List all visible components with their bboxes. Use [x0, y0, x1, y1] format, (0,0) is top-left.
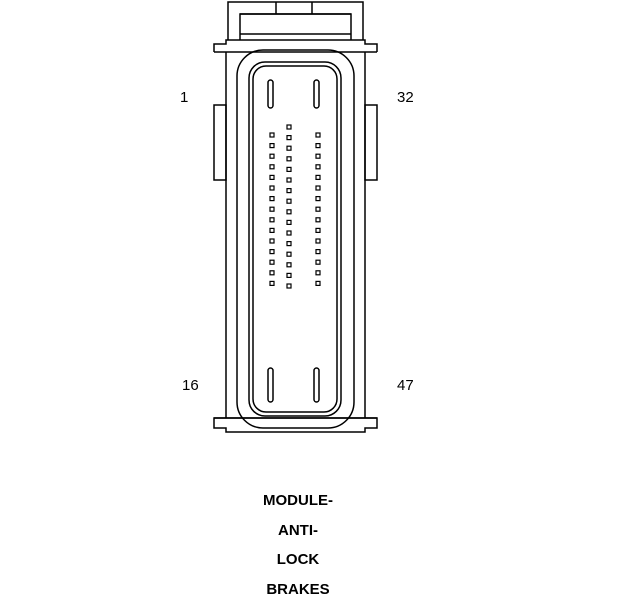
- terminal-pin: [315, 238, 321, 244]
- terminal-pin: [315, 270, 321, 276]
- terminal-pin: [286, 124, 292, 130]
- terminal-pin: [286, 251, 292, 257]
- terminal-pin: [286, 177, 292, 183]
- terminal-pin: [286, 135, 292, 141]
- terminal-pin: [286, 262, 292, 268]
- caption-line-2: ANTI-: [278, 521, 318, 539]
- connector-cavity-outer: [236, 49, 355, 429]
- caption-line-1: MODULE-: [263, 492, 333, 509]
- terminal-pin: [269, 143, 275, 149]
- terminal-pin: [269, 174, 275, 180]
- connector-cavity-inner: [248, 61, 342, 417]
- terminal-pin: [315, 259, 321, 265]
- pin-label-47: 47: [397, 377, 414, 394]
- terminal-pin: [286, 272, 292, 278]
- terminal-pin: [269, 259, 275, 265]
- terminal-pin: [269, 185, 275, 191]
- terminal-pin: [315, 196, 321, 202]
- terminal-pin: [269, 217, 275, 223]
- module-caption: MODULE- ANTI- LOCK BRAKES: [0, 486, 596, 604]
- keying-slots: [267, 79, 320, 403]
- terminal-pin: [315, 174, 321, 180]
- terminal-pin: [286, 166, 292, 172]
- terminal-pin: [315, 185, 321, 191]
- terminal-pin: [286, 188, 292, 194]
- pin-label-16: 16: [182, 377, 199, 394]
- connector-housing: [213, 52, 378, 433]
- terminal-pin: [269, 238, 275, 244]
- terminal-pin: [315, 164, 321, 170]
- connector-latch: [227, 1, 364, 40]
- terminal-pin: [269, 164, 275, 170]
- terminal-pin: [269, 132, 275, 138]
- terminal-pin: [315, 249, 321, 255]
- terminal-pin: [286, 230, 292, 236]
- terminal-pin: [315, 132, 321, 138]
- terminal-pin: [286, 145, 292, 151]
- terminal-pin: [286, 198, 292, 204]
- terminal-pin: [315, 143, 321, 149]
- terminal-pin: [315, 280, 321, 286]
- terminal-pin: [269, 196, 275, 202]
- terminal-pin: [269, 227, 275, 233]
- terminal-pin: [269, 280, 275, 286]
- terminal-pin: [269, 249, 275, 255]
- terminal-pin: [269, 153, 275, 159]
- terminal-pin: [315, 153, 321, 159]
- terminal-pin: [286, 219, 292, 225]
- terminal-pin: [315, 227, 321, 233]
- terminal-pin: [286, 209, 292, 215]
- terminal-pin: [315, 206, 321, 212]
- pin-label-32: 32: [397, 89, 414, 106]
- connector-shoulder: [213, 39, 378, 53]
- terminal-pin: [269, 270, 275, 276]
- terminal-pin: [315, 217, 321, 223]
- terminal-pins: [269, 124, 321, 289]
- caption-line-3: LOCK: [276, 551, 320, 568]
- terminal-pin: [269, 206, 275, 212]
- terminal-pin: [286, 156, 292, 162]
- caption-line-4: BRAKES: [266, 580, 330, 598]
- connector-cavity-inset: [252, 65, 338, 413]
- terminal-pin: [286, 241, 292, 247]
- terminal-pin: [286, 283, 292, 289]
- pin-label-1: 1: [180, 89, 189, 106]
